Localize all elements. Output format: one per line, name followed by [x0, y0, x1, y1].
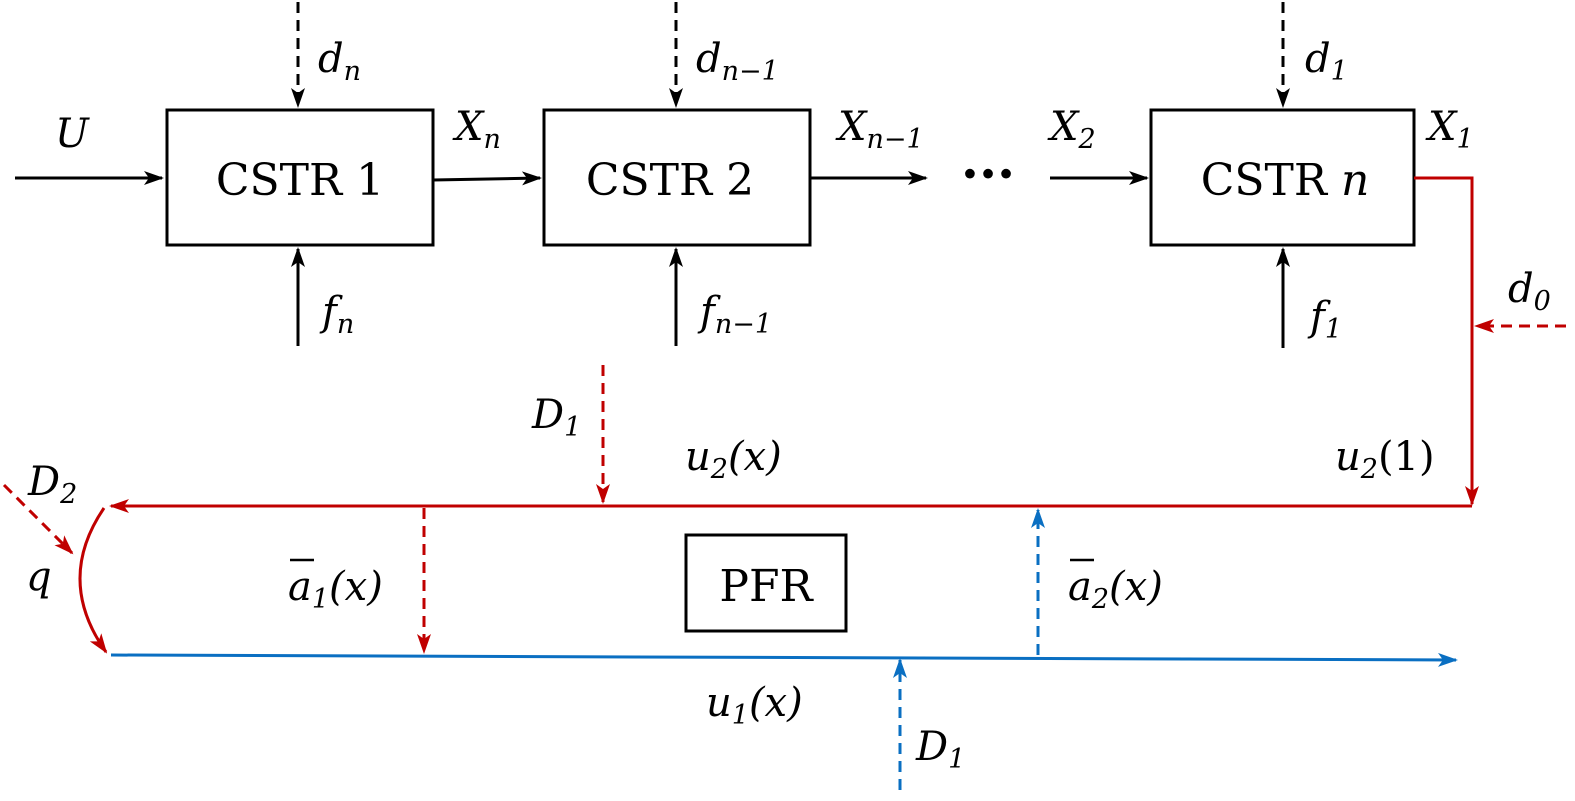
- label-f-1-sub: 1: [1325, 314, 1342, 345]
- x-n-arrow: [432, 171, 542, 186]
- label-a2x-arg: (x): [1109, 564, 1163, 610]
- label-f-n-1: fn−1: [697, 289, 772, 340]
- label-d2: D2: [27, 459, 77, 510]
- label-d-n-1: dn−1: [696, 36, 779, 87]
- label-x-n: Xn: [452, 104, 501, 155]
- q-arc: [78, 507, 108, 654]
- label-x-2: X2: [1047, 104, 1096, 155]
- label-f-n-1-sub: n−1: [715, 309, 772, 340]
- label-x-1-sub: 1: [1456, 124, 1473, 155]
- label-d-0-sub: 0: [1534, 286, 1551, 317]
- label-u1x-sub: 1: [732, 700, 749, 731]
- cstr-n-label: CSTR n: [1201, 155, 1370, 206]
- label-x-2-sub: 2: [1077, 124, 1095, 155]
- label-u21-base: u: [1335, 434, 1361, 480]
- label-f-n: fn: [319, 289, 354, 340]
- label-d1-top-base: D: [531, 392, 564, 438]
- label-u21-arg: (1): [1378, 434, 1435, 480]
- label-x-n-1: Xn−1: [835, 104, 924, 155]
- label-a1x: a1(x): [288, 564, 383, 615]
- label-u: U: [55, 111, 90, 157]
- label-d-n-1-sub: n−1: [722, 56, 779, 87]
- label-d1-bottom-sub: 1: [948, 744, 965, 775]
- label-a2x: a2(x): [1068, 564, 1163, 615]
- pfr-label: PFR: [719, 561, 814, 612]
- label-u1x: u1(x): [706, 680, 803, 731]
- recycle-line-x1: [1414, 176, 1479, 506]
- label-d-0: d0: [1508, 266, 1551, 317]
- u1-line: [110, 652, 1458, 667]
- pfr-box: [684, 533, 848, 633]
- label-u21-sub: 2: [1360, 454, 1378, 485]
- label-d-0-base: d: [1508, 266, 1534, 312]
- label-d1-bottom: D1: [915, 724, 965, 775]
- label-u2x-base: u: [685, 434, 711, 480]
- cstr-2-box: [542, 108, 812, 247]
- label-x-n-1-base: X: [835, 104, 868, 150]
- cstr-2-label: CSTR 2: [586, 155, 754, 206]
- cstr-1-box: [165, 108, 435, 247]
- label-u2x-arg: (x): [728, 434, 782, 480]
- label-u1x-arg: (x): [749, 680, 803, 726]
- label-x-n-sub: n: [483, 124, 500, 155]
- label-x-n-base: X: [452, 104, 485, 150]
- d2-arrow: [2, 483, 74, 555]
- cstr-1-label: CSTR 1: [216, 155, 384, 206]
- label-d-1: d1: [1305, 36, 1348, 87]
- label-u2x: u2(x): [685, 434, 782, 485]
- label-x-1-base: X: [1425, 104, 1458, 150]
- label-a2x-sub: 2: [1091, 584, 1109, 615]
- label-d-1-sub: 1: [1331, 56, 1348, 87]
- label-d-n-base: d: [318, 36, 344, 82]
- label-d-n-sub: n: [344, 56, 361, 87]
- label-x-n-1-sub: n−1: [866, 124, 923, 155]
- label-a1x-sub: 1: [312, 584, 329, 615]
- label-d-1-base: d: [1305, 36, 1331, 82]
- cstr-n-prefix: CSTR: [1201, 155, 1341, 206]
- label-x-1: X1: [1425, 104, 1474, 155]
- label-q: q: [26, 554, 52, 600]
- cstr-n-box: [1149, 108, 1416, 247]
- label-u21: u2(1): [1335, 434, 1435, 485]
- label-a1x-arg: (x): [329, 564, 383, 610]
- label-f-1: f1: [1307, 294, 1342, 345]
- label-d-n-1-base: d: [696, 36, 722, 82]
- label-u2x-sub: 2: [710, 454, 728, 485]
- label-x-2-base: X: [1047, 104, 1080, 150]
- label-d2-sub: 2: [59, 479, 77, 510]
- label-d2-base: D: [27, 459, 60, 505]
- label-u1x-base: u: [706, 680, 732, 726]
- cstr-n-italic: n: [1341, 155, 1369, 206]
- label-d1-top: D1: [531, 392, 581, 443]
- label-f-n-sub: n: [337, 309, 354, 340]
- label-a1x-base: a: [288, 564, 312, 610]
- label-d1-top-sub: 1: [564, 412, 581, 443]
- label-d1-bottom-base: D: [915, 724, 948, 770]
- ellipsis: ···: [961, 144, 1015, 205]
- label-d-n: dn: [318, 36, 361, 87]
- label-a2x-base: a: [1068, 564, 1092, 610]
